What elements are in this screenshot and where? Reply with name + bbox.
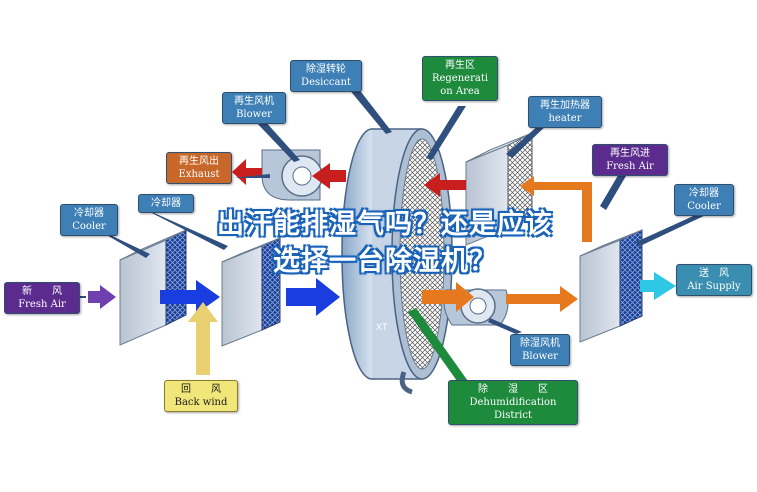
cooler-unit-mid — [221, 237, 281, 347]
label-regen-heater: 再生加热器 heater — [528, 96, 602, 128]
heater-unit — [465, 132, 533, 246]
label-back-wind-cn: 回 风 — [181, 384, 221, 395]
label-dehum-district-en1: Dehumidification — [469, 397, 557, 408]
cooler-unit-right — [579, 229, 643, 343]
label-desiccant-cn: 除湿转轮 — [306, 64, 346, 75]
label-regen-fresh-cn: 再生风进 — [610, 148, 650, 159]
label-regen-exhaust: 再生风出 Exhaust — [166, 152, 232, 184]
label-regen-heater-cn: 再生加热器 — [540, 100, 590, 111]
headline-overlay: 出汗能排湿气吗？还是应该 选择一台除湿机？ — [100, 206, 670, 280]
fresh-air-inlet-arrow — [88, 285, 116, 309]
label-back-wind-en: Back wind — [174, 397, 228, 408]
label-dehum-district-en2: District — [494, 410, 532, 421]
regen-heated-arrow — [424, 173, 466, 197]
label-cooler-left: 冷却器 Cooler — [60, 204, 118, 236]
label-cooler-right: 冷却器 Cooler — [674, 184, 734, 216]
label-fresh-air-in: 新 风 Fresh Air — [4, 282, 80, 314]
label-regen-blower-en: Blower — [236, 109, 272, 120]
label-fresh-air-en: Fresh Air — [18, 299, 66, 310]
label-cooler-mid: 冷却器 — [138, 194, 194, 213]
label-dehum-blower: 除湿风机 Blower — [510, 334, 570, 366]
label-regen-area-cn: 再生区 — [445, 60, 475, 71]
headline-line-1: 出汗能排湿气吗？还是应该 — [217, 209, 553, 240]
label-dehum-district: 除 湿 区 Dehumidification District — [448, 380, 578, 425]
label-dehum-blower-en: Blower — [522, 351, 558, 362]
label-dehum-blower-cn: 除湿风机 — [520, 338, 560, 349]
label-regen-fresh-air: 再生风进 Fresh Air — [592, 144, 668, 176]
label-back-wind: 回 风 Back wind — [164, 380, 238, 412]
label-regen-area-en1: Regenerati — [431, 73, 489, 84]
label-cooler-right-en: Cooler — [687, 201, 721, 212]
label-desiccant-wheel: 除湿转轮 Desiccant — [290, 60, 362, 92]
label-cooler-right-cn: 冷却器 — [689, 188, 719, 199]
blue-process-arrow-2 — [286, 278, 340, 316]
label-air-supply-en: Air Supply — [687, 281, 741, 292]
dehum-district-pointer — [408, 308, 470, 388]
label-regen-blower-cn: 再生风机 — [234, 96, 274, 107]
label-dehum-district-cn: 除 湿 区 — [478, 384, 548, 395]
label-regen-area-en2: on Area — [440, 86, 480, 97]
regen-blower-fan — [261, 149, 323, 201]
regen-exhaust-arrow — [232, 159, 346, 189]
label-cooler-left-cn: 冷却器 — [74, 208, 104, 219]
label-desiccant-en: Desiccant — [301, 77, 351, 88]
label-cooler-left-en: Cooler — [72, 221, 106, 232]
dry-air-arrow — [422, 282, 578, 312]
cooler-unit-left — [119, 229, 187, 346]
label-fresh-air-cn: 新 风 — [22, 286, 62, 297]
callout-pointers — [78, 88, 708, 384]
label-regen-heater-en: heater — [548, 113, 582, 124]
watermark: XT — [376, 322, 388, 332]
label-regen-exhaust-cn: 再生风出 — [179, 156, 219, 167]
label-cooler-mid-cn: 冷却器 — [151, 198, 181, 209]
label-regeneration-area: 再生区 Regenerati on Area — [422, 56, 498, 101]
label-regen-fresh-en: Fresh Air — [606, 161, 654, 172]
regen-inlet-arrow — [520, 176, 592, 242]
headline-line-2: 选择一台除湿机？ — [273, 246, 497, 277]
label-air-supply: 送 风 Air Supply — [676, 264, 752, 296]
label-air-supply-cn: 送 风 — [699, 268, 729, 279]
label-regen-blower: 再生风机 Blower — [222, 92, 286, 124]
air-supply-arrow — [640, 272, 676, 300]
back-wind-arrow — [188, 302, 218, 375]
label-regen-exhaust-en: Exhaust — [178, 169, 220, 180]
